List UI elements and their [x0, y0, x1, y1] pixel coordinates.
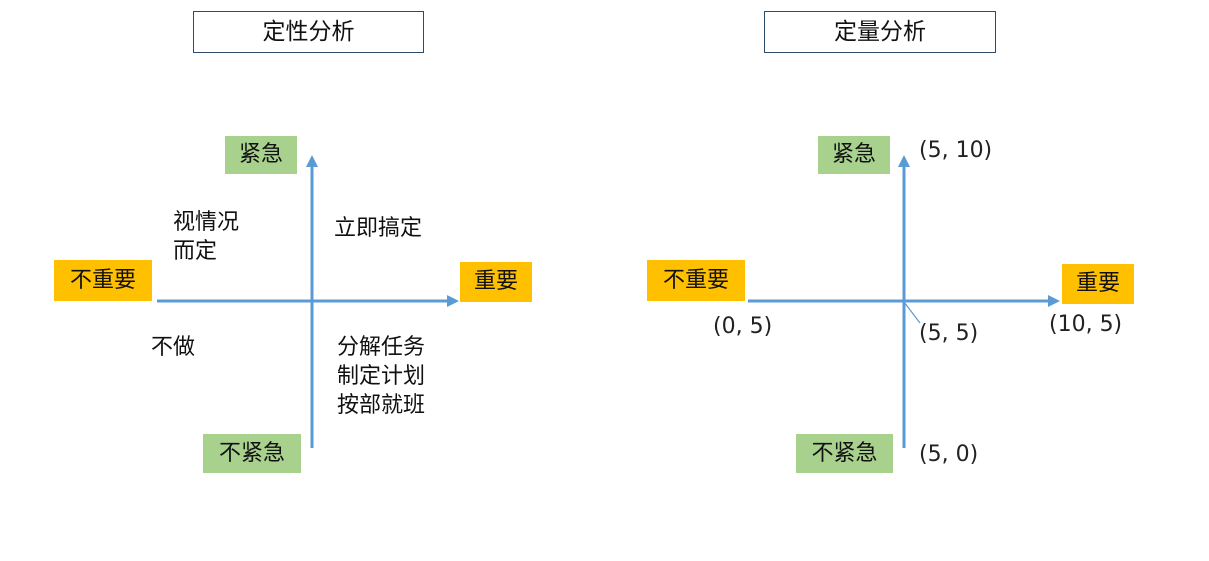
coord-top-label: (5, 10)	[919, 138, 993, 163]
urgent-tag: 紧急	[818, 136, 890, 174]
qualitative-panel: 定性分析 紧急 不紧急 不重要 重要 视情况 而定 立即搞定 不做 分解任务 制…	[0, 0, 600, 561]
quadrant-bottom-right-text: 分解任务 制定计划 按部就班	[337, 335, 426, 418]
urgent-tag: 紧急	[225, 136, 297, 174]
coord-origin-label: (5, 5)	[919, 321, 979, 346]
quadrant-top-left-text: 视情况 而定	[173, 210, 240, 264]
coord-left-label: (0, 5)	[713, 314, 773, 339]
important-tag: 重要	[460, 262, 532, 302]
qualitative-axes	[157, 155, 459, 448]
not-urgent-tag: 不紧急	[796, 434, 893, 473]
quantitative-title: 定量分析	[764, 11, 996, 53]
quadrant-bottom-left-text: 不做	[151, 335, 196, 360]
coord-bottom-label: (5, 0)	[919, 442, 979, 467]
not-urgent-tag: 不紧急	[203, 434, 301, 473]
important-tag: 重要	[1062, 264, 1134, 304]
quadrant-top-right-text: 立即搞定	[334, 216, 423, 241]
qualitative-title: 定性分析	[193, 11, 424, 53]
quantitative-panel: 定量分析 紧急 不紧急 不重要 重要 (5, 10) (5, 0) (0, 5)…	[600, 0, 1209, 561]
not-important-tag: 不重要	[647, 260, 745, 301]
not-important-tag: 不重要	[54, 260, 152, 301]
quantitative-axes	[748, 155, 1060, 448]
coord-right-label: (10, 5)	[1049, 312, 1123, 337]
origin-leader-line	[903, 301, 921, 324]
